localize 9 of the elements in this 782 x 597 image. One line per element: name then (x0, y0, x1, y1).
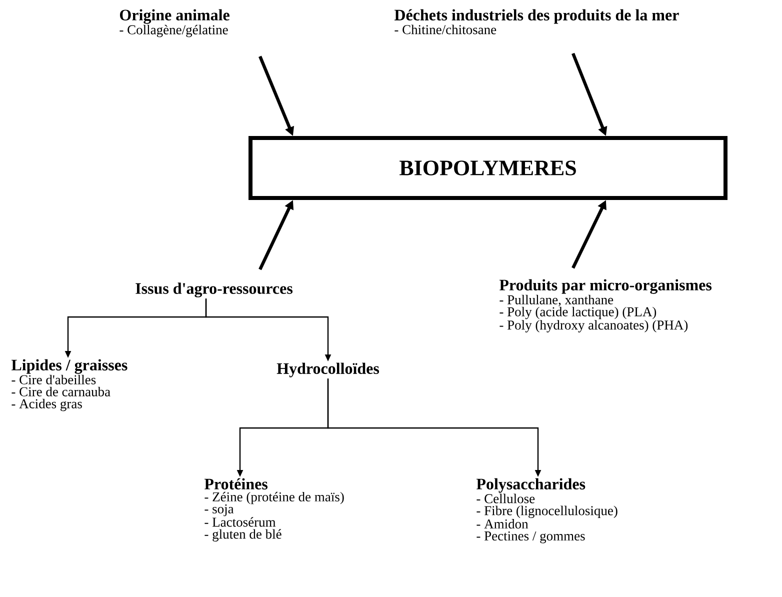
category-text: Issus d'agro-ressources (136, 282, 292, 298)
category-text: Déchets industriels des produits de la mer - Chitine/chitosane (394, 9, 679, 34)
category-text: Polysaccharides - Cellulose - Fibre (lignocellulosique) - Amidon - Pectines / gommes (476, 478, 618, 544)
category-text: Protéines - Zéine (protéine de maïs) - soja - Lactosérum - gluten de blé (204, 478, 344, 542)
category-text: Produits par micro-organismes - Pullulane, xanthane - Poly (acide lactique) (PLA) - Poly (hydroxy alcanoates) (PHA) (499, 279, 712, 332)
title-box: BIOPOLYMERES (248, 136, 728, 200)
category-text: Lipides / graisses - Cire d'abeilles - Cire de carnauba - Acides gras (11, 359, 128, 412)
category-text: Origine animale - Collagène/gélatine (120, 9, 230, 38)
category-text: Hydrocolloïdes (276, 362, 380, 378)
